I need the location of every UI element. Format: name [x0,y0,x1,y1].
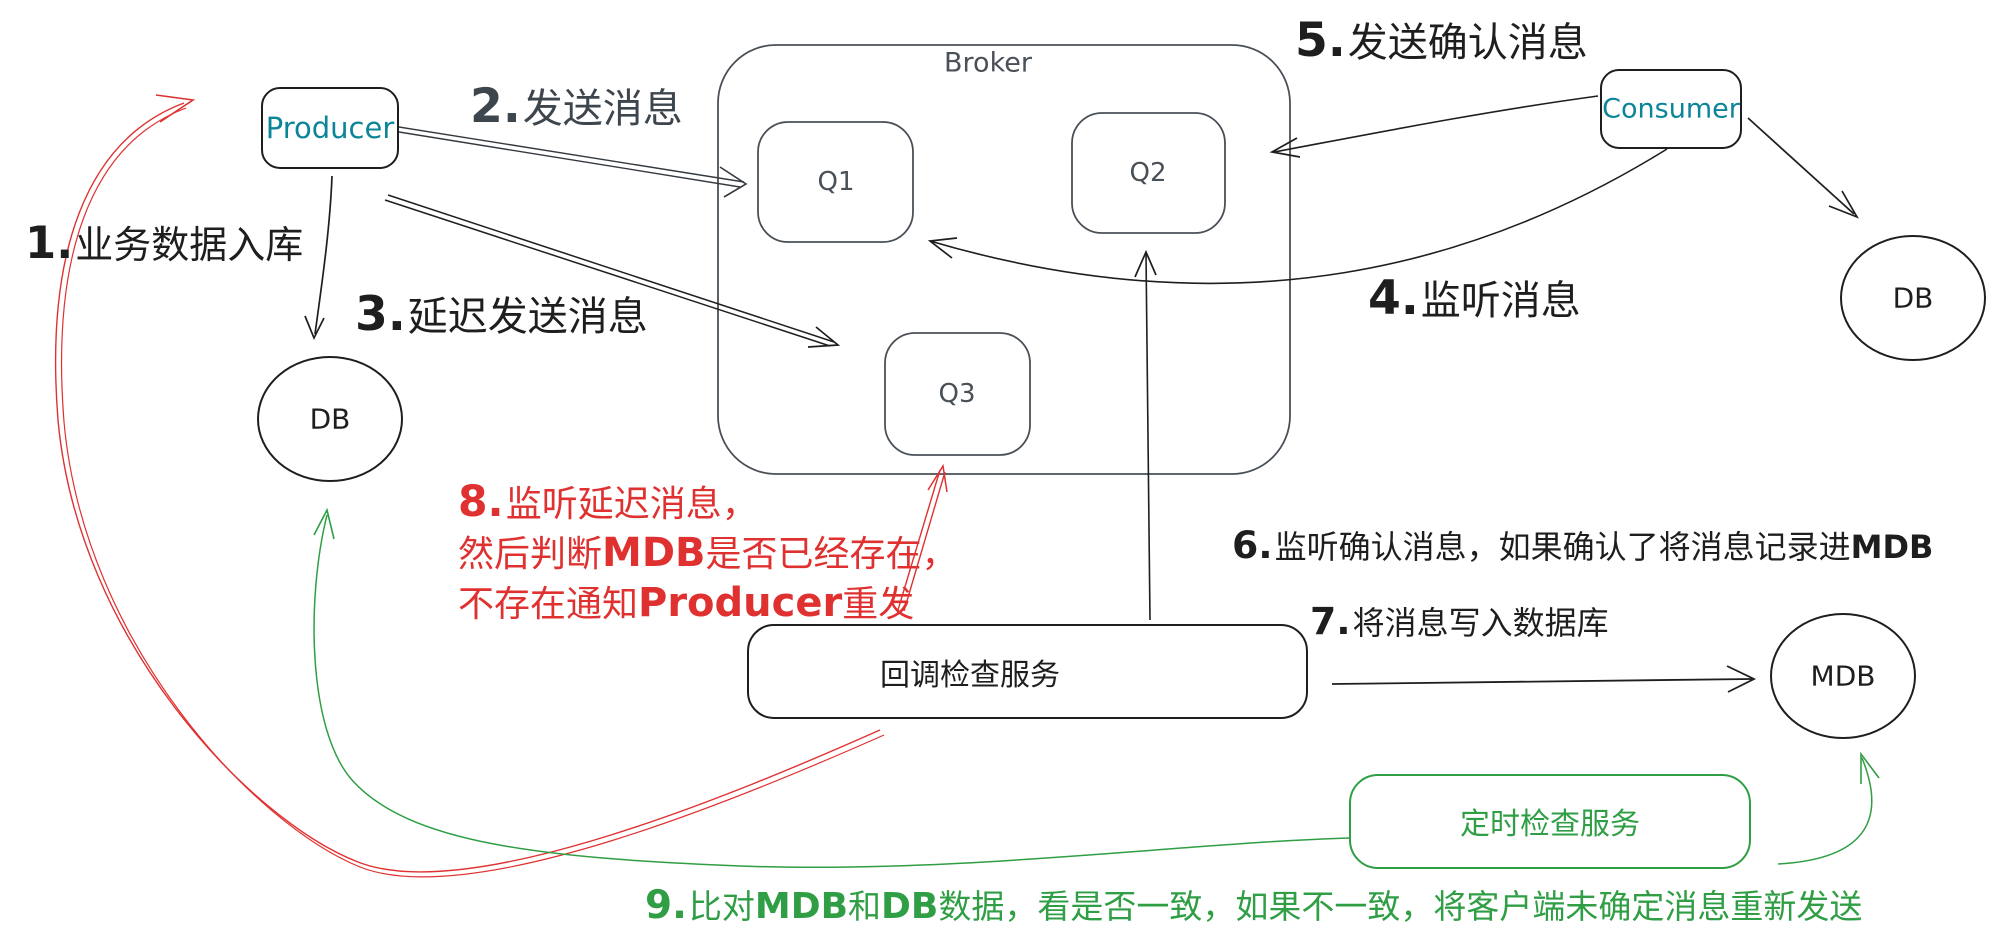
step4-number: 4. [1368,271,1419,326]
arrow-step1-head [304,315,325,341]
step4-text: 监听消息 [1420,278,1581,324]
q3-label: Q3 [938,379,976,409]
step3-number: 3. [355,287,406,342]
arrow-green-timer-db-head [313,507,335,540]
arrow-green-timer-mdb-head [1860,751,1880,784]
arrow-red-producer-head [155,94,196,123]
arrow-step5-head [1269,137,1301,158]
db-left-circle [257,356,403,482]
callback-service-box [747,624,1308,719]
arrow-step2 [398,126,745,188]
step3-label: 3.延迟发送消息 [355,284,648,342]
q2-box [1071,112,1226,234]
arrow-step7 [1331,678,1753,685]
step1-label: 1.业务数据入库 [25,214,303,269]
timer-service-label: 定时检查服务 [1460,807,1640,842]
step8-mdb-text: MDB [602,530,706,576]
mdb-circle [1770,613,1916,739]
step6-number: 6. [1232,523,1273,567]
q1-label: Q1 [817,167,855,197]
step7-label: 7.将消息写入数据库 [1310,598,1609,644]
step6-label: 6.监听确认消息，如果确认了将消息记录进MDB [1232,522,1933,568]
mdb-label: MDB [1810,659,1876,693]
step2-number: 2. [470,79,521,134]
arrow-step2-head [719,166,748,198]
arrow-step1 [314,175,333,335]
step8-line3: 不存在通知Producer重发 [458,580,915,626]
arrow-consumer-db [1747,117,1855,215]
q1-box [757,121,914,243]
step8-line2: 然后判断MDB是否已经存在， [458,530,958,576]
callback-service-label: 回调检查服务 [880,658,1060,693]
producer-label: Producer [265,111,395,145]
db-right-label: DB [1892,281,1934,315]
q3-box [884,332,1031,456]
step5-number: 5. [1295,13,1346,68]
step3-text: 延迟发送消息 [407,294,648,340]
arrow-step3-head [807,326,841,348]
arrow-step4-head [927,237,958,259]
timer-service-box [1349,774,1751,869]
step6-mdb-text: MDB [1850,528,1934,566]
arrow-green-timer-db [313,514,1351,869]
broker-label: Broker [944,47,1032,79]
step6-text: 监听确认消息，如果确认了将消息记录进 [1274,528,1851,566]
arrow-callback-q2-head [1134,249,1157,278]
step9-mdb-text: MDB [754,886,849,927]
step9-label: 9.比对MDB和DB数据，看是否一致，如果不一致，将客户端未确定消息重新发送 [645,883,1863,928]
step8-number: 8. [458,478,504,527]
arrow-step5 [1273,95,1599,153]
step1-text: 业务数据入库 [75,223,304,267]
arrow-green-timer-mdb [1777,757,1873,865]
producer-box [261,87,399,169]
step9-number: 9. [645,883,687,928]
arrow-red-callback-q3 [897,469,946,612]
step7-number: 7. [1310,599,1351,643]
q2-label: Q2 [1129,158,1167,188]
db-left-label: DB [309,402,351,436]
step2-label: 2.发送消息 [470,76,683,134]
arrow-red-callback-q3-head [927,463,948,493]
step8-producer-text: Producer [638,580,843,626]
step4-label: 4.监听消息 [1368,268,1581,326]
arrow-step7-head [1726,665,1757,693]
step1-number: 1. [25,216,74,269]
arrow-red-callback-producer-2 [61,107,885,878]
step2-text: 发送消息 [522,86,683,132]
step9-db-text: DB [881,886,939,927]
step5-text: 发送确认消息 [1347,20,1588,66]
step7-text: 将消息写入数据库 [1352,604,1609,642]
arrow-step4 [929,148,1668,285]
step8-label: 8.监听延迟消息， 然后判断MDB是否已经存在， 不存在通知Producer重发 [458,478,958,629]
arrow-callback-q2 [1145,253,1151,621]
arrow-consumer-db-head [1828,190,1859,219]
step8-line1: 8.监听延迟消息， [458,478,758,527]
step5-label: 5.发送确认消息 [1295,10,1588,68]
db-right-circle [1840,235,1986,361]
arrow-step3 [384,194,835,347]
consumer-box [1600,69,1742,149]
consumer-label: Consumer [1602,93,1740,125]
